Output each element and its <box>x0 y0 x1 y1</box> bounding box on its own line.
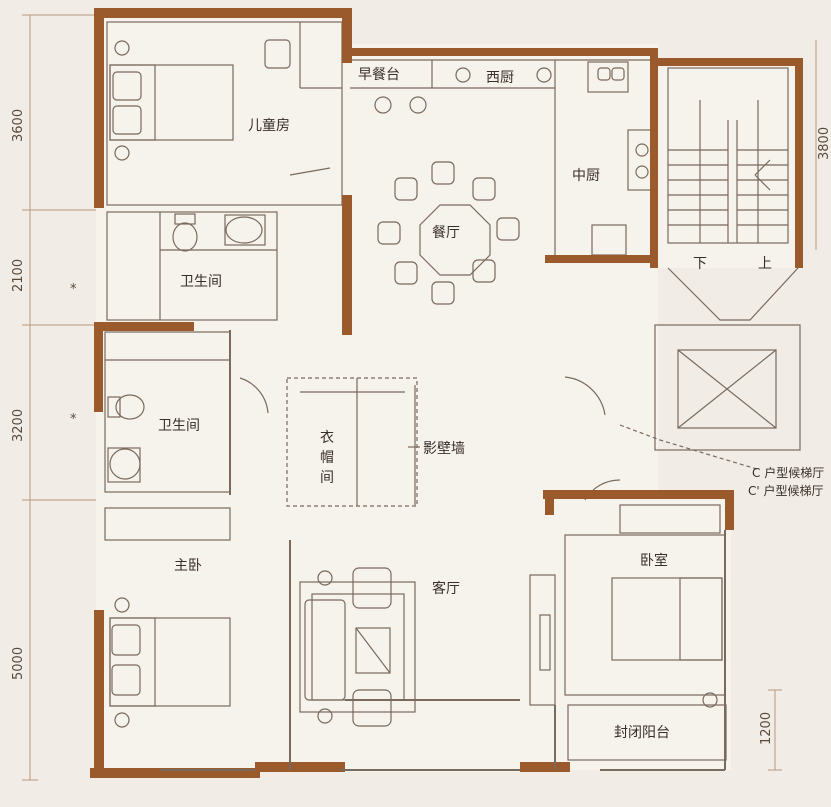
label-chinese-kitchen: 中厨 <box>572 168 600 184</box>
note-c-lobby: C 户型候梯厅 <box>752 465 824 480</box>
dim-5000: 5000 <box>11 647 26 680</box>
label-wardrobe-1: 衣 <box>320 430 334 446</box>
label-dining: 餐厅 <box>432 225 460 241</box>
label-master-bedroom: 主卧 <box>174 558 202 574</box>
dim-3600: 3600 <box>11 109 26 142</box>
floor-fill <box>96 12 798 772</box>
dim-3800: 3800 <box>817 127 831 160</box>
dim-3200: 3200 <box>11 409 26 442</box>
note-c-prime-lobby: C' 户型候梯厅 <box>748 483 824 498</box>
dim-2100: 2100 <box>11 259 26 292</box>
asterisk-2: * <box>70 412 77 427</box>
label-feature-wall: 影壁墙 <box>423 441 465 457</box>
label-bath-2: 卫生间 <box>158 418 200 434</box>
label-kids-room: 儿童房 <box>248 117 290 134</box>
label-western-kitchen: 西厨 <box>486 70 514 86</box>
label-bath-1: 卫生间 <box>180 274 222 290</box>
dimension-lines <box>22 14 817 781</box>
wall-outlines <box>160 330 726 771</box>
label-stairs-down: 下 <box>693 256 707 272</box>
label-enclosed-balcony: 封闭阳台 <box>614 725 670 741</box>
label-stairs-up: 上 <box>758 256 772 272</box>
label-bedroom: 卧室 <box>640 552 668 569</box>
walls <box>90 8 803 778</box>
dimension-labels: 3600 2100 3200 5000 3800 1200 * * <box>11 109 831 745</box>
asterisk-1: * <box>70 282 77 297</box>
label-breakfast-bar: 早餐台 <box>358 67 400 83</box>
interior-lines <box>104 21 801 761</box>
label-wardrobe-2: 帽 <box>320 450 334 466</box>
room-labels: 儿童房 早餐台 西厨 中厨 餐厅 卫生间 卫生间 衣 帽 间 影壁墙 主卧 客厅… <box>158 67 824 741</box>
label-wardrobe-3: 间 <box>320 470 334 486</box>
label-living-room: 客厅 <box>432 580 460 597</box>
dim-1200: 1200 <box>759 712 774 745</box>
